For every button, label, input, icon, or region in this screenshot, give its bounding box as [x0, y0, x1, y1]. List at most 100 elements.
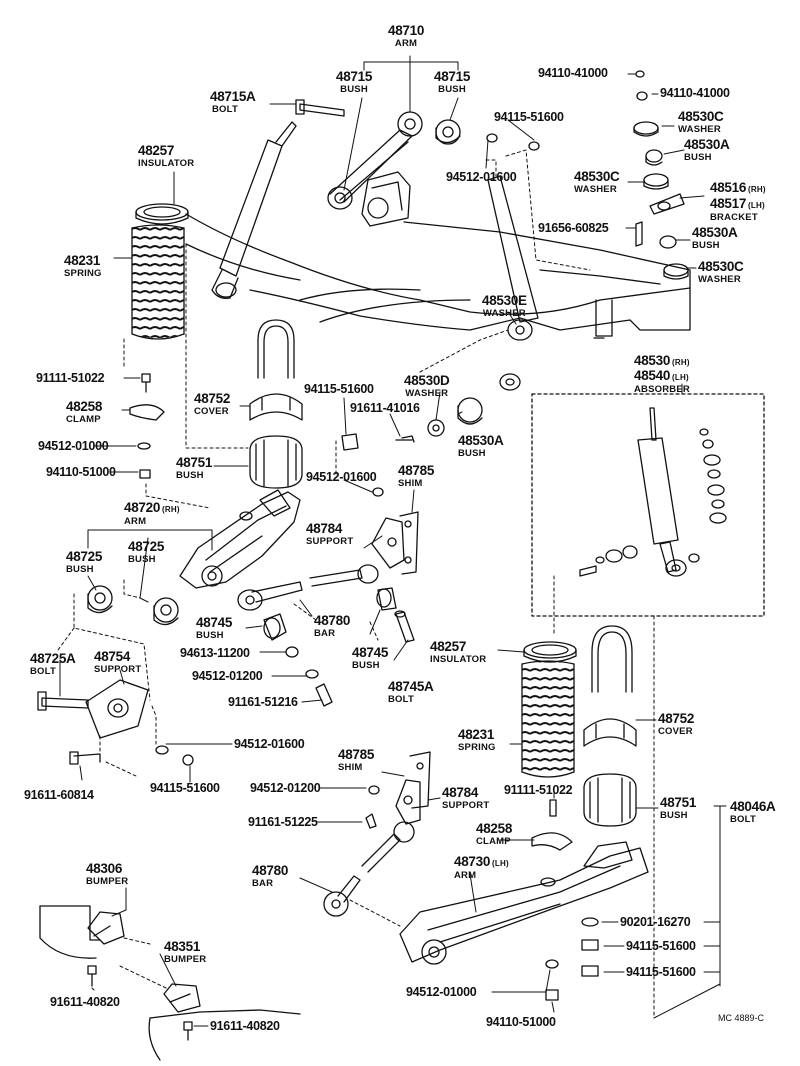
bush-48725-left — [87, 585, 113, 614]
label-nut-94115-51600-mid: 94115-51600 — [304, 382, 374, 396]
diagram-code: MC 4889-C — [718, 1013, 765, 1023]
support-48754 — [37, 679, 194, 766]
bumper-bolts — [87, 965, 193, 1041]
label-washer-94512-01000-left: 94512-01000 — [38, 439, 109, 453]
label-washer-94512-01600-low: 94512-01600 — [234, 737, 305, 751]
bush-48745-right — [376, 587, 397, 611]
label-nut-94110-41000-a: 94110-41000 — [538, 66, 608, 80]
label-washer-90201-16270: 90201-16270 — [620, 915, 691, 929]
label-absorber-48540: 48540(LH)ABSORBER — [634, 368, 690, 395]
label-bolt-91656-60825: 91656-60825 — [538, 221, 609, 235]
label-bolt-91611-60814: 91611-60814 — [24, 788, 94, 802]
label-absorber-48530: 48530(RH) — [634, 353, 690, 368]
spring-bush-right — [583, 773, 637, 827]
label-bolt-91111-51022-left: 91111-51022 — [36, 371, 105, 385]
insulator-top-left — [135, 203, 189, 225]
coil-spring-top-left — [131, 224, 185, 340]
label-bolt-91111-51022-right: 91111-51022 — [504, 783, 573, 797]
u-bolt-right — [591, 625, 633, 693]
label-nut-94115-51600-low: 94115-51600 — [150, 781, 220, 795]
bumper-48306 — [87, 911, 125, 945]
label-bolt-91161-51225: 91161-51225 — [248, 815, 318, 829]
spring-cover-right — [583, 718, 637, 747]
lateral-bar-top — [237, 564, 379, 611]
upper-arm-bolt — [295, 99, 345, 117]
label-washer-94512-01200-low: 94512-01200 — [250, 781, 321, 795]
label-washer-94512-01600-mid: 94512-01600 — [306, 470, 377, 484]
label-nut-94110-41000-b: 94110-41000 — [660, 86, 730, 100]
label-nut-94115-51600-r1: 94115-51600 — [626, 939, 696, 953]
absorber-box — [531, 393, 765, 617]
spring-bush-left — [249, 435, 303, 489]
label-bolt-91161-51216: 91161-51216 — [228, 695, 298, 709]
support-48784-top — [371, 511, 419, 575]
label-nut-94613-11200: 94613-11200 — [180, 646, 250, 660]
bumper-48351 — [163, 983, 201, 1013]
label-nut-94110-51000-left: 94110-51000 — [46, 465, 116, 479]
label-bolt-91611-41016: 91611-41016 — [350, 401, 420, 415]
coil-spring-right — [521, 660, 575, 778]
fasteners-lower-right — [531, 799, 599, 1001]
label-washer-94512-01000-low: 94512-01000 — [406, 985, 477, 999]
bush-48745-left — [263, 613, 287, 641]
label-nut-94115-51600-top: 94115-51600 — [494, 110, 564, 124]
label-bolt-91611-40820-b: 91611-40820 — [210, 1019, 280, 1033]
label-arm-48720: 48720(RH)ARM — [124, 500, 180, 527]
insulator-right — [523, 641, 577, 663]
u-bolt-top — [257, 319, 295, 379]
label-bracket-48516: 48516(RH) — [710, 180, 766, 195]
lower-arm-lh — [399, 841, 649, 965]
label-nut-94110-51000-low: 94110-51000 — [486, 1015, 556, 1029]
label-washer-94512-01200-top: 94512-01200 — [192, 669, 263, 683]
frame-bottom-left — [39, 905, 301, 1061]
upper-arm-bush — [435, 119, 461, 145]
label-bolt-91611-40820-a: 91611-40820 — [50, 995, 120, 1009]
shock-absorber-left — [211, 121, 297, 299]
leader-lines — [59, 55, 727, 1027]
right-bush-stack — [486, 70, 689, 280]
axle-housing — [185, 213, 691, 339]
lower-arm-rh — [179, 489, 301, 589]
upper-arm-48710 — [327, 111, 423, 227]
bush-48725-right — [153, 597, 179, 626]
spring-cover-left — [249, 393, 303, 421]
bolt-48745a — [394, 610, 415, 643]
label-bracket-48517: 48517(LH)BRACKET — [710, 196, 765, 223]
